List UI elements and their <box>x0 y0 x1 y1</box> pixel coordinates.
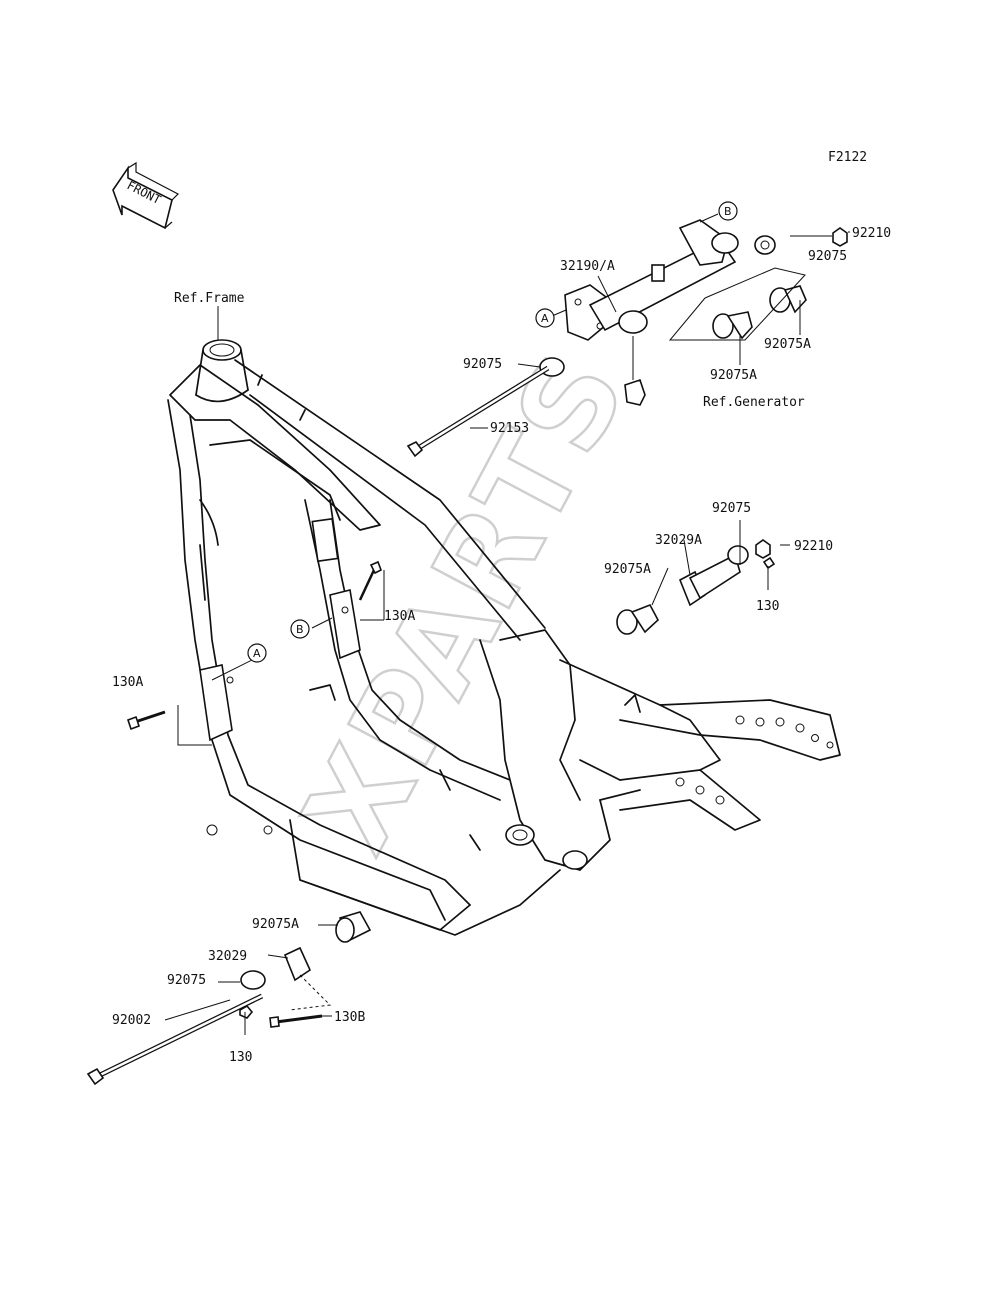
svg-text:B: B <box>296 623 304 636</box>
front-arrow-icon: FRONT <box>112 161 180 230</box>
svg-text:B: B <box>724 205 732 218</box>
part-92075a-top-middle: 92075A <box>710 368 757 383</box>
part-92210-top: 92210 <box>852 226 891 241</box>
bolt-130a-left <box>126 710 166 731</box>
svg-text:A: A <box>541 312 549 325</box>
part-92002: 92002 <box>112 1013 151 1028</box>
right-engine-mount-assembly <box>616 539 776 635</box>
part-130a-mid: 130A <box>384 609 415 624</box>
leader-lines <box>164 213 850 1035</box>
part-130-mid: 130 <box>756 599 779 614</box>
part-92075-mid: 92075 <box>712 501 751 516</box>
ref-frame-label: Ref.Frame <box>174 291 245 306</box>
bolt-130a-mid <box>358 560 383 601</box>
part-32029: 32029 <box>208 949 247 964</box>
part-92075-upper-left: 92075 <box>463 357 502 372</box>
callout-a-frame: A <box>247 643 267 663</box>
part-32029a: 32029A <box>655 533 702 548</box>
ref-generator-label: Ref.Generator <box>703 395 805 410</box>
part-130b: 130B <box>334 1010 365 1025</box>
callout-b-top: B <box>718 201 738 221</box>
part-92075a-mid: 92075A <box>604 562 651 577</box>
callout-b-frame: B <box>290 619 310 639</box>
part-92210-mid: 92210 <box>794 539 833 554</box>
part-92075-low: 92075 <box>167 973 206 988</box>
part-130-low: 130 <box>229 1050 252 1065</box>
part-92153: 92153 <box>490 421 529 436</box>
callout-a-top: A <box>535 308 555 328</box>
part-92075a-low: 92075A <box>252 917 299 932</box>
figure-code: F2122 <box>828 150 867 165</box>
svg-text:A: A <box>253 647 261 660</box>
motorcycle-frame <box>167 339 841 936</box>
part-92075a-top-right: 92075A <box>764 337 811 352</box>
part-92075-top: 92075 <box>808 249 847 264</box>
upper-engine-mount-assembly <box>406 219 848 458</box>
part-32190-a: 32190/A <box>560 259 615 274</box>
lower-engine-mount-assembly <box>86 911 372 1086</box>
part-130a-left: 130A <box>112 675 143 690</box>
